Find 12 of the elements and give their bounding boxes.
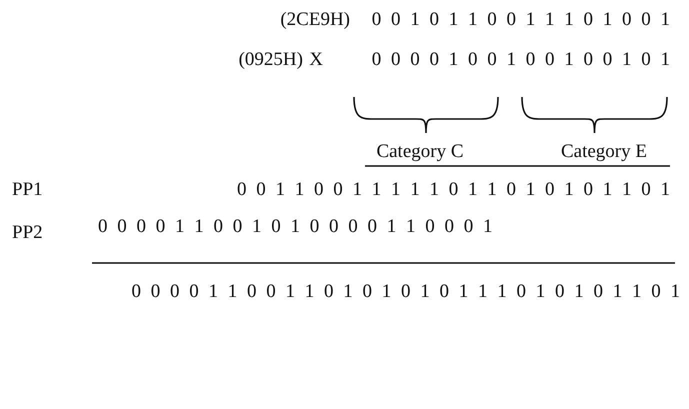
product-result: 0 0 0 0 1 1 0 0 1 1 0 1 0 1 0 1 0 1 1 1 0 1 0 1 0 1 1 0 1 bbox=[132, 281, 680, 303]
partial-product: 0 0 0 0 1 1 0 0 1 0 1 0 0 0 0 1 1 0 0 0 1 bbox=[98, 216, 492, 238]
multiply-sign: X bbox=[309, 49, 323, 71]
binary-number: 0 0 0 0 1 0 0 1 0 0 1 0 0 1 0 1 bbox=[372, 49, 670, 71]
row-label: PP1 bbox=[12, 179, 43, 201]
hex-value: (2CE9H) bbox=[280, 9, 350, 31]
category-label: Category E bbox=[560, 141, 647, 163]
binary-number: 0 0 1 0 1 1 0 0 1 1 1 0 1 0 0 1 bbox=[372, 9, 670, 31]
category-label: Category C bbox=[376, 141, 464, 163]
row-label: PP2 bbox=[12, 222, 43, 244]
hex-value: (0925H) bbox=[238, 49, 303, 71]
partial-product: 0 0 1 1 0 0 1 1 1 1 1 0 1 1 0 1 0 1 0 1 1 0 1 bbox=[237, 179, 670, 201]
